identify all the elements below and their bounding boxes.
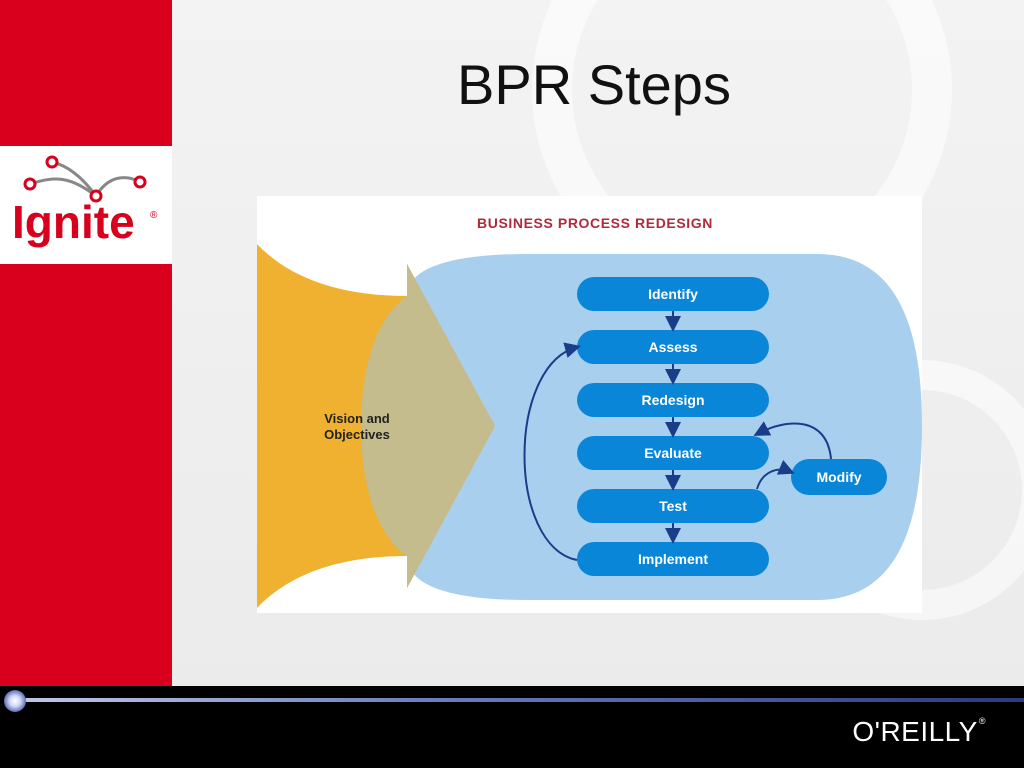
logo-registered-mark: ® [150, 210, 158, 221]
ignite-logo-icon: Ignite ® [12, 155, 158, 248]
step-label: Test [659, 498, 687, 514]
bpr-diagram: BUSINESS PROCESS REDESIGN Vision and Obj… [257, 196, 922, 613]
step-label: Assess [648, 339, 697, 355]
step-label: Redesign [641, 392, 704, 408]
logo-wordmark: Ignite [12, 196, 135, 248]
process-cloud [407, 254, 922, 600]
bpr-diagram-canvas: BUSINESS PROCESS REDESIGN Vision and Obj… [257, 215, 922, 608]
step-assess: Assess [577, 330, 769, 364]
step-arrows [523, 311, 832, 561]
loop-back-arrow [523, 342, 581, 561]
footer-accent-line [14, 698, 1024, 702]
funnel-overlap [361, 264, 495, 588]
step-label: Identify [648, 286, 698, 302]
step-modify: Modify [791, 459, 887, 495]
modify-to-evaluate-arrow [753, 421, 832, 460]
footer-glow-dot [4, 690, 26, 712]
oreilly-wordmark: O'REILLY [852, 716, 978, 747]
logo-connector-lines [29, 160, 141, 198]
diagram-heading: BUSINESS PROCESS REDESIGN [477, 215, 713, 231]
oreilly-logo: O'REILLY® [852, 716, 986, 748]
step-test: Test [577, 489, 769, 523]
logo-nodes [23, 155, 147, 203]
slide-title: BPR Steps [457, 53, 731, 116]
step-implement: Implement [577, 542, 769, 576]
ignite-logo: Ignite ® [0, 146, 172, 264]
left-brand-band [0, 0, 172, 688]
step-evaluate: Evaluate [577, 436, 769, 470]
step-label: Modify [816, 469, 861, 485]
footer-bar: O'REILLY® [0, 686, 1024, 768]
step-label: Evaluate [644, 445, 702, 461]
vision-label-line2: Objectives [324, 427, 390, 442]
vision-label-line1: Vision and [324, 411, 390, 426]
oreilly-trademark: ® [978, 716, 986, 726]
test-to-modify-arrow [756, 459, 795, 490]
step-identify: Identify [577, 277, 769, 311]
step-label: Implement [638, 551, 708, 567]
step-redesign: Redesign [577, 383, 769, 417]
